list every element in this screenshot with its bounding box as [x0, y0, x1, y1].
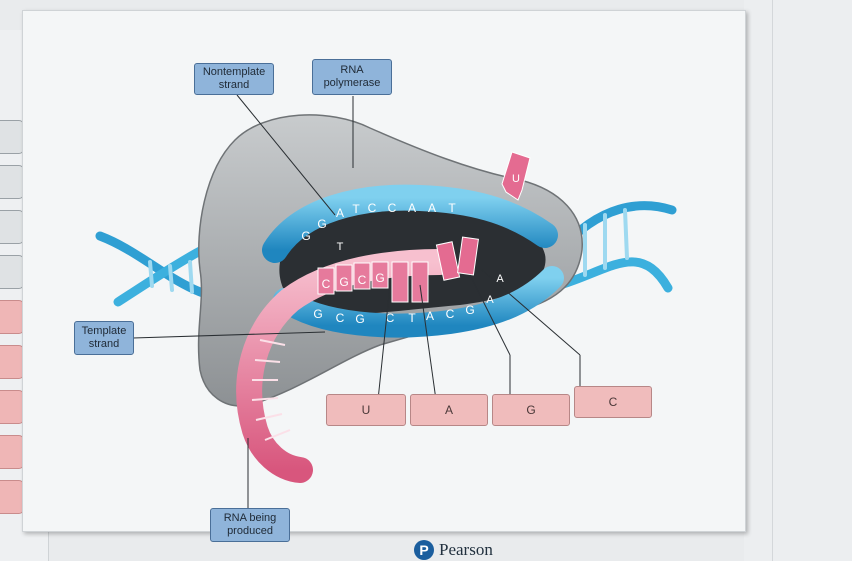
nontemplate-base: C: [368, 201, 377, 215]
label-text: RNA polymerase: [323, 64, 381, 89]
nontemplate-base: G: [301, 229, 310, 243]
nontemplate-base: A: [408, 201, 416, 215]
label-template-strand[interactable]: Template strand: [74, 321, 134, 355]
template-base: G: [465, 303, 474, 317]
rna-base: C: [322, 277, 331, 291]
diagram-panel: [22, 10, 746, 532]
answer-text: C: [608, 395, 618, 409]
template-base: T: [408, 311, 416, 325]
label-text: RNA being produced: [223, 512, 277, 537]
template-base: C: [386, 311, 395, 325]
extra-letters: A A T: [337, 241, 505, 306]
incoming-nucleotides: [435, 236, 479, 281]
label-nontemplate-strand[interactable]: Nontemplate strand: [194, 63, 274, 95]
template-strand-inner: [273, 266, 564, 338]
rna-letters: C G C G: [322, 271, 385, 291]
nontemplate-base: T: [352, 202, 360, 216]
label-text: Template strand: [81, 325, 127, 350]
side-tab[interactable]: [0, 390, 24, 424]
template-base: C: [336, 311, 345, 325]
answer-text: A: [444, 403, 453, 417]
nontemplate-base: T: [448, 201, 456, 215]
side-tab[interactable]: [0, 120, 24, 154]
label-text: Nontemplate strand: [202, 66, 266, 91]
pearson-logo-text: Pearson: [439, 540, 493, 559]
divider: [772, 0, 773, 561]
extra-base: T: [337, 241, 344, 253]
free-u-nucleotide: [501, 151, 531, 201]
rna-base: C: [358, 273, 367, 287]
pearson-logo: P Pearson: [414, 540, 493, 560]
side-tab[interactable]: [0, 345, 24, 379]
rna-ribs: [251, 339, 291, 441]
side-tab[interactable]: [0, 165, 24, 199]
nontemplate-strand-inner: [262, 184, 558, 263]
free-u-letter: U: [512, 173, 520, 185]
answer-text: G: [526, 403, 536, 417]
label-rna-polymerase[interactable]: RNA polymerase: [312, 59, 392, 95]
nontemplate-base: A: [336, 206, 344, 220]
template-base: A: [426, 309, 434, 323]
answer-box-c[interactable]: C: [574, 386, 652, 418]
extra-base: A: [496, 273, 504, 285]
rna-base: G: [339, 275, 348, 289]
nontemplate-letters: G G A T C C A A T: [301, 201, 456, 243]
answer-box-g[interactable]: G: [492, 394, 570, 426]
answer-box-u[interactable]: U: [326, 394, 406, 426]
template-letters: G C G C T A C G: [313, 303, 474, 326]
right-margin: [744, 0, 852, 561]
label-rna-being-produced[interactable]: RNA being produced: [210, 508, 290, 542]
extra-base: A: [486, 294, 494, 306]
nontemplate-base: C: [388, 201, 397, 215]
rna-bases-bars: [317, 261, 429, 303]
nontemplate-base: A: [428, 201, 436, 215]
answer-box-a[interactable]: A: [410, 394, 488, 426]
leader-lines: [132, 94, 581, 510]
template-base: C: [446, 307, 455, 321]
answer-text: U: [361, 403, 371, 417]
rna-base: G: [375, 271, 384, 285]
pearson-logo-icon: P: [414, 540, 434, 560]
template-base: G: [355, 312, 364, 326]
nontemplate-base: G: [317, 217, 326, 231]
template-base: G: [313, 307, 322, 321]
